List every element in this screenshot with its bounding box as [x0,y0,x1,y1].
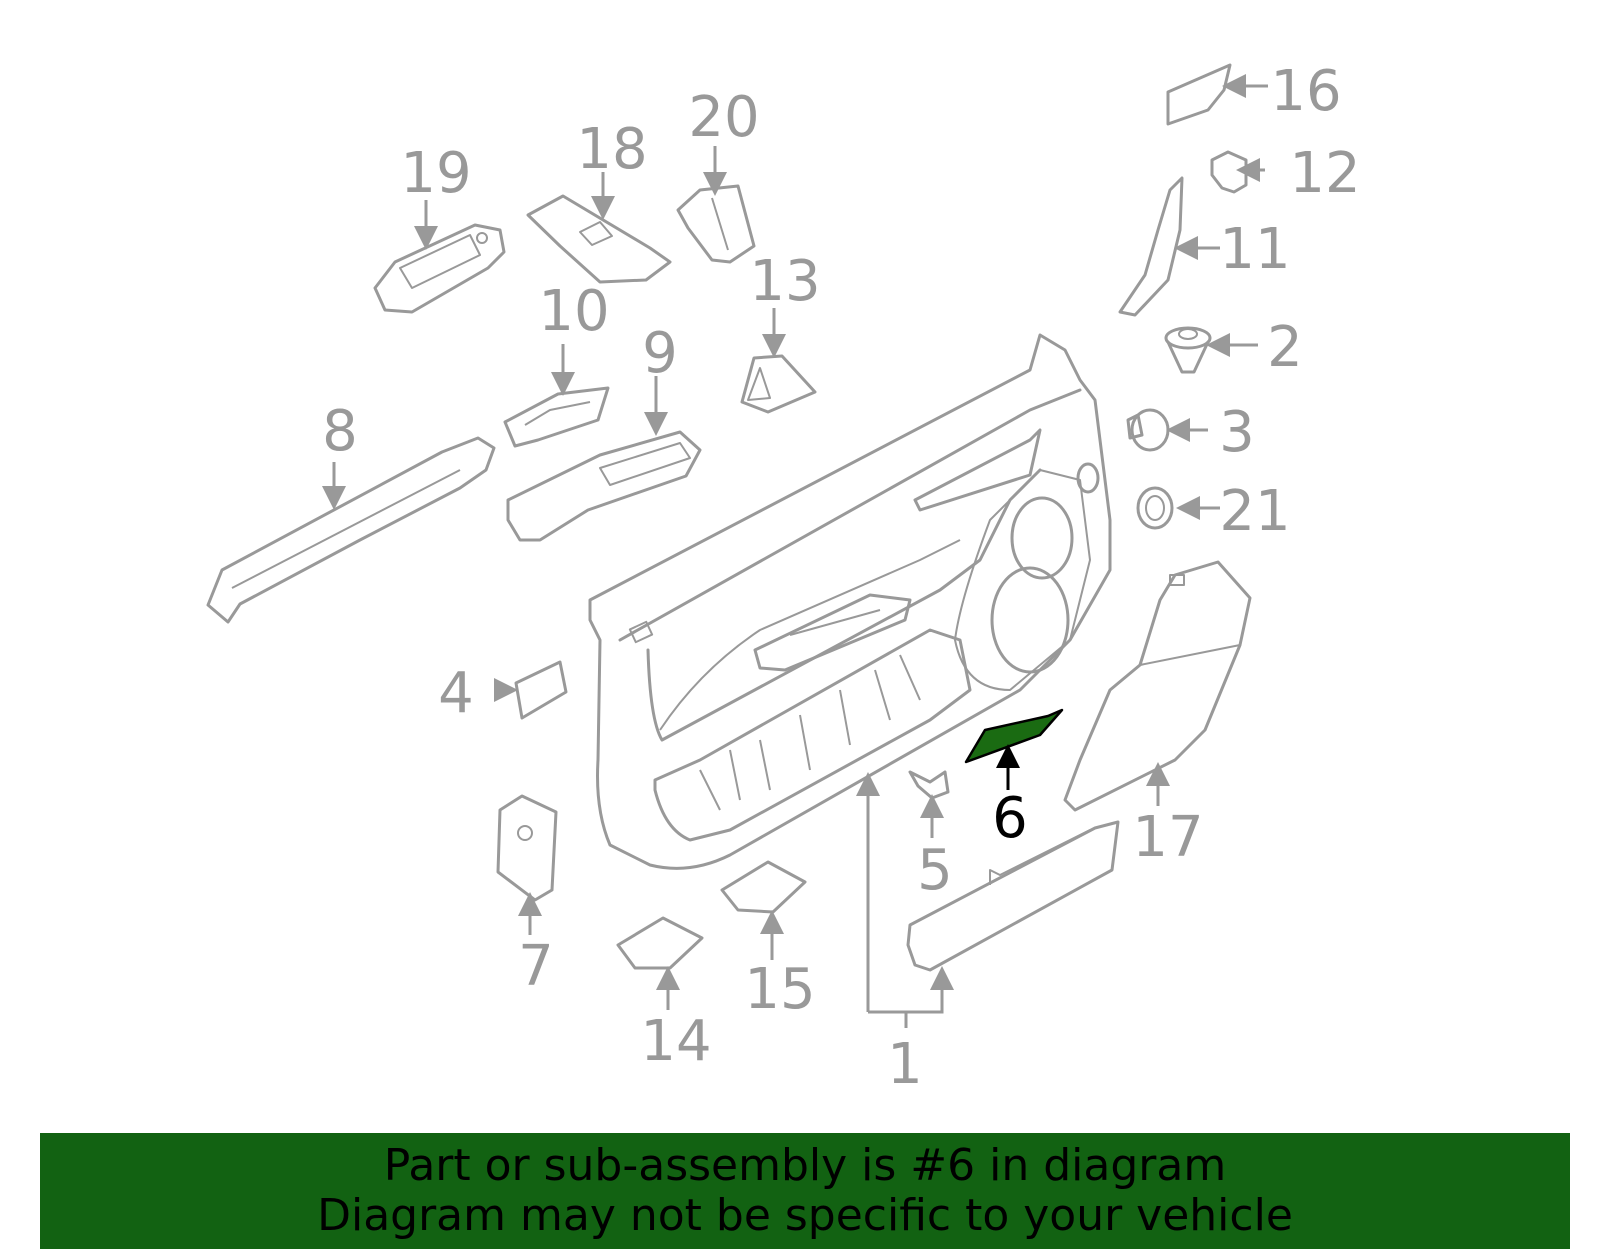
grommet [1136,486,1174,530]
pad-small-lower [616,916,704,970]
small-bracket [1210,150,1248,194]
callout-6: 6 [992,786,1028,851]
door-trim-panel [588,333,1112,870]
callout-21: 21 [1219,479,1290,544]
callout-14: 14 [640,1009,711,1074]
sound-insulator [1063,560,1252,812]
callout-5: 5 [917,838,953,903]
armrest-base [206,436,496,624]
callout-8: 8 [322,399,358,464]
switch-bezel [503,386,610,448]
bracket-plate [496,794,558,902]
callout-7: 7 [518,934,554,999]
highlighted-part-6 [964,708,1064,764]
mirror-switch [676,184,756,264]
banner-disclaimer: Diagram may not be specific to your vehi… [317,1190,1293,1241]
callout-20: 20 [688,85,759,150]
callout-1: 1 [887,1032,923,1097]
lower-pocket-trim [906,820,1120,972]
trim-strip [1118,176,1184,317]
callout-17: 17 [1132,805,1203,870]
callout-4: 4 [438,661,474,726]
retainer-clip [1164,326,1212,374]
callout-15: 15 [744,957,815,1022]
screw [908,770,950,800]
pad-small-upper [720,860,807,914]
callout-13: 13 [749,249,820,314]
callout-10: 10 [538,279,609,344]
push-pin [1126,408,1170,452]
callout-18: 18 [576,117,647,182]
callout-9: 9 [642,321,678,386]
speaker-grille-cover [740,354,817,414]
callout-2: 2 [1267,315,1303,380]
callout-3: 3 [1219,400,1255,465]
armrest-cup [506,430,702,542]
window-switch [373,223,506,314]
banner-part-notice: Part or sub-assembly is #6 in diagram [383,1140,1227,1191]
callout-11: 11 [1219,217,1290,282]
callout-16: 16 [1270,59,1341,124]
small-clip-cover [514,660,568,720]
cover-plate [1166,63,1232,126]
callout-12: 12 [1289,141,1360,206]
parts-diagram: 1 2 3 4 5 6 7 8 9 10 11 12 13 14 15 16 1… [206,59,1361,1097]
callout-19: 19 [400,141,471,206]
switch-frame [526,194,672,284]
notice-banner: Part or sub-assembly is #6 in diagram Di… [40,1133,1570,1249]
